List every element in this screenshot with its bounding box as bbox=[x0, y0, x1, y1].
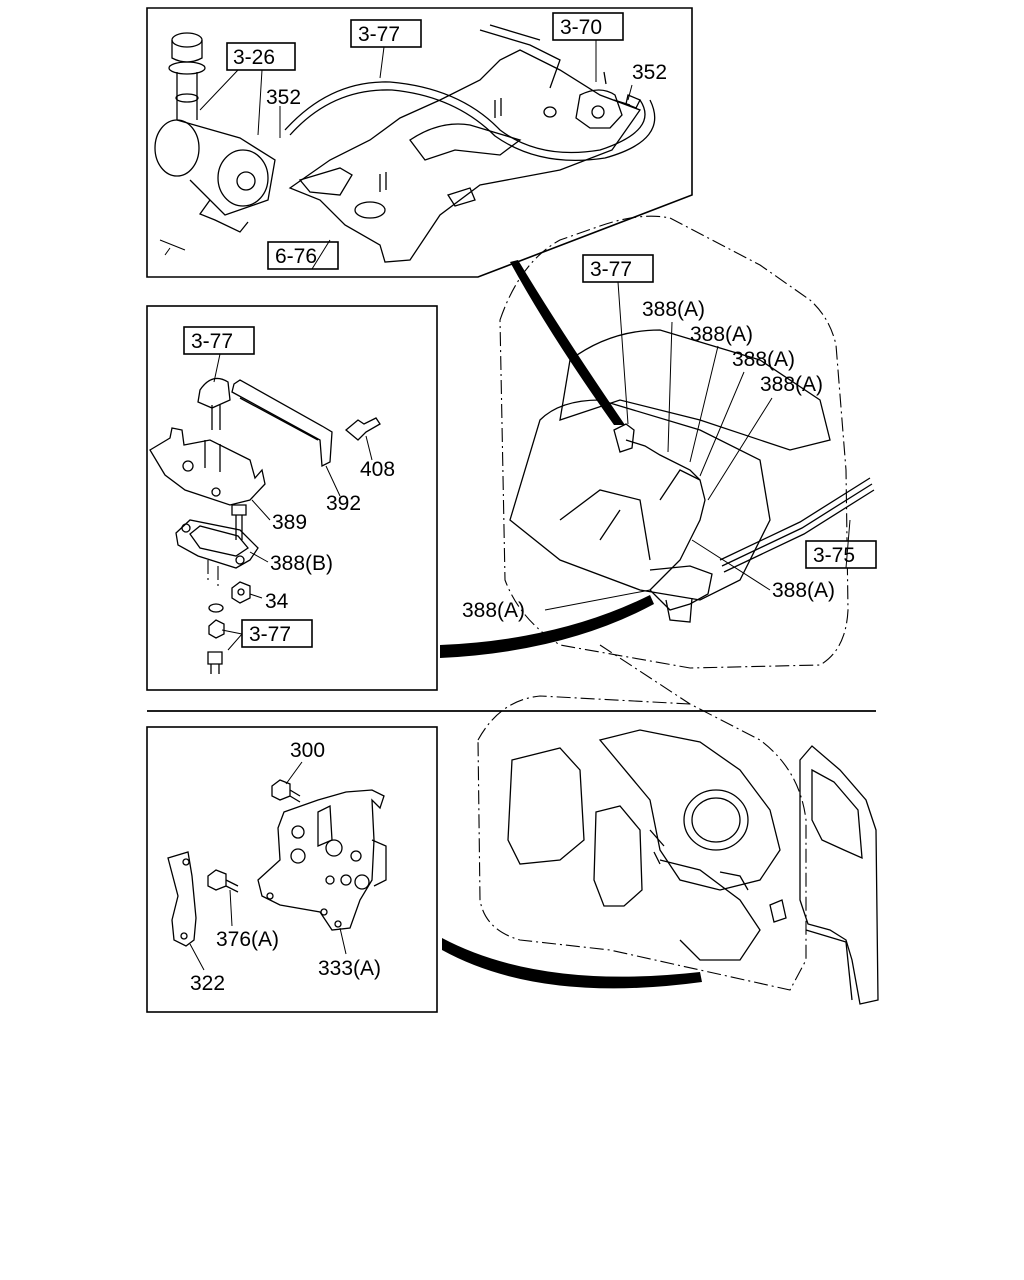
zoom-callout-arrow-3 bbox=[442, 938, 702, 989]
part-label-322: 322 bbox=[190, 972, 225, 995]
part-label-392: 392 bbox=[326, 492, 361, 515]
part-label-408: 408 bbox=[360, 458, 395, 481]
ref-label-3-75: 3-75 bbox=[813, 544, 855, 567]
ref-box-3-77-right bbox=[582, 254, 654, 283]
ref-box-3-77-top bbox=[350, 19, 422, 48]
part-label-388A-5: 388(A) bbox=[772, 579, 835, 602]
ref-label-3-77-lower: 3-77 bbox=[249, 623, 291, 646]
ref-box-3-75 bbox=[805, 540, 877, 569]
door-illustration bbox=[799, 745, 879, 1005]
ref-label-3-77-top: 3-77 bbox=[358, 23, 400, 46]
bottom-right-panel bbox=[477, 695, 879, 1005]
middle-right-panel: 3-77 3-75 388(A) 388(A) 388(A) 388(A) 38… bbox=[462, 215, 877, 669]
part-label-333A: 333(A) bbox=[318, 957, 381, 980]
part-label-352-right: 352 bbox=[632, 61, 667, 84]
part-label-389: 389 bbox=[272, 511, 307, 534]
part-label-34: 34 bbox=[265, 590, 289, 613]
middle-left-panel: 3-77 3-77 408 392 389 388(B) 34 bbox=[146, 305, 438, 691]
part-label-388A-4: 388(A) bbox=[760, 373, 823, 396]
part-label-388A-6: 388(A) bbox=[462, 599, 525, 622]
ref-label-3-77-right: 3-77 bbox=[590, 258, 632, 281]
ref-label-6-76: 6-76 bbox=[275, 245, 317, 268]
zoom-callout-arrow-1 bbox=[510, 260, 625, 425]
part-label-352-left: 352 bbox=[266, 86, 301, 109]
interior-illustration bbox=[509, 329, 831, 623]
zoom-callout-arrow-2 bbox=[440, 595, 654, 658]
cab-interior-illustration bbox=[507, 729, 787, 961]
part-label-388B: 388(B) bbox=[270, 552, 333, 575]
ref-box-3-77-upper bbox=[183, 326, 255, 355]
part-label-376A: 376(A) bbox=[216, 928, 279, 951]
valve-cluster-illustration bbox=[575, 71, 641, 129]
knob-actuator-illustration bbox=[154, 32, 276, 256]
top-panel: 3-26 3-77 3-70 6-76 352 352 bbox=[146, 7, 693, 278]
ref-label-3-77-upper: 3-77 bbox=[191, 330, 233, 353]
part-label-300: 300 bbox=[290, 739, 325, 762]
ref-label-3-70: 3-70 bbox=[560, 16, 602, 39]
hose-line bbox=[284, 81, 646, 154]
part-label-388A-2: 388(A) bbox=[690, 323, 753, 346]
part-label-388A-1: 388(A) bbox=[642, 298, 705, 321]
ref-box-3-70 bbox=[552, 12, 624, 41]
base-plate-illustration bbox=[288, 24, 642, 263]
ref-label-3-26: 3-26 bbox=[233, 46, 275, 69]
part-label-388A-3: 388(A) bbox=[732, 348, 795, 371]
bottom-left-panel: 300 376(A) 322 333(A) bbox=[146, 726, 438, 1013]
ref-box-3-26 bbox=[226, 42, 296, 71]
